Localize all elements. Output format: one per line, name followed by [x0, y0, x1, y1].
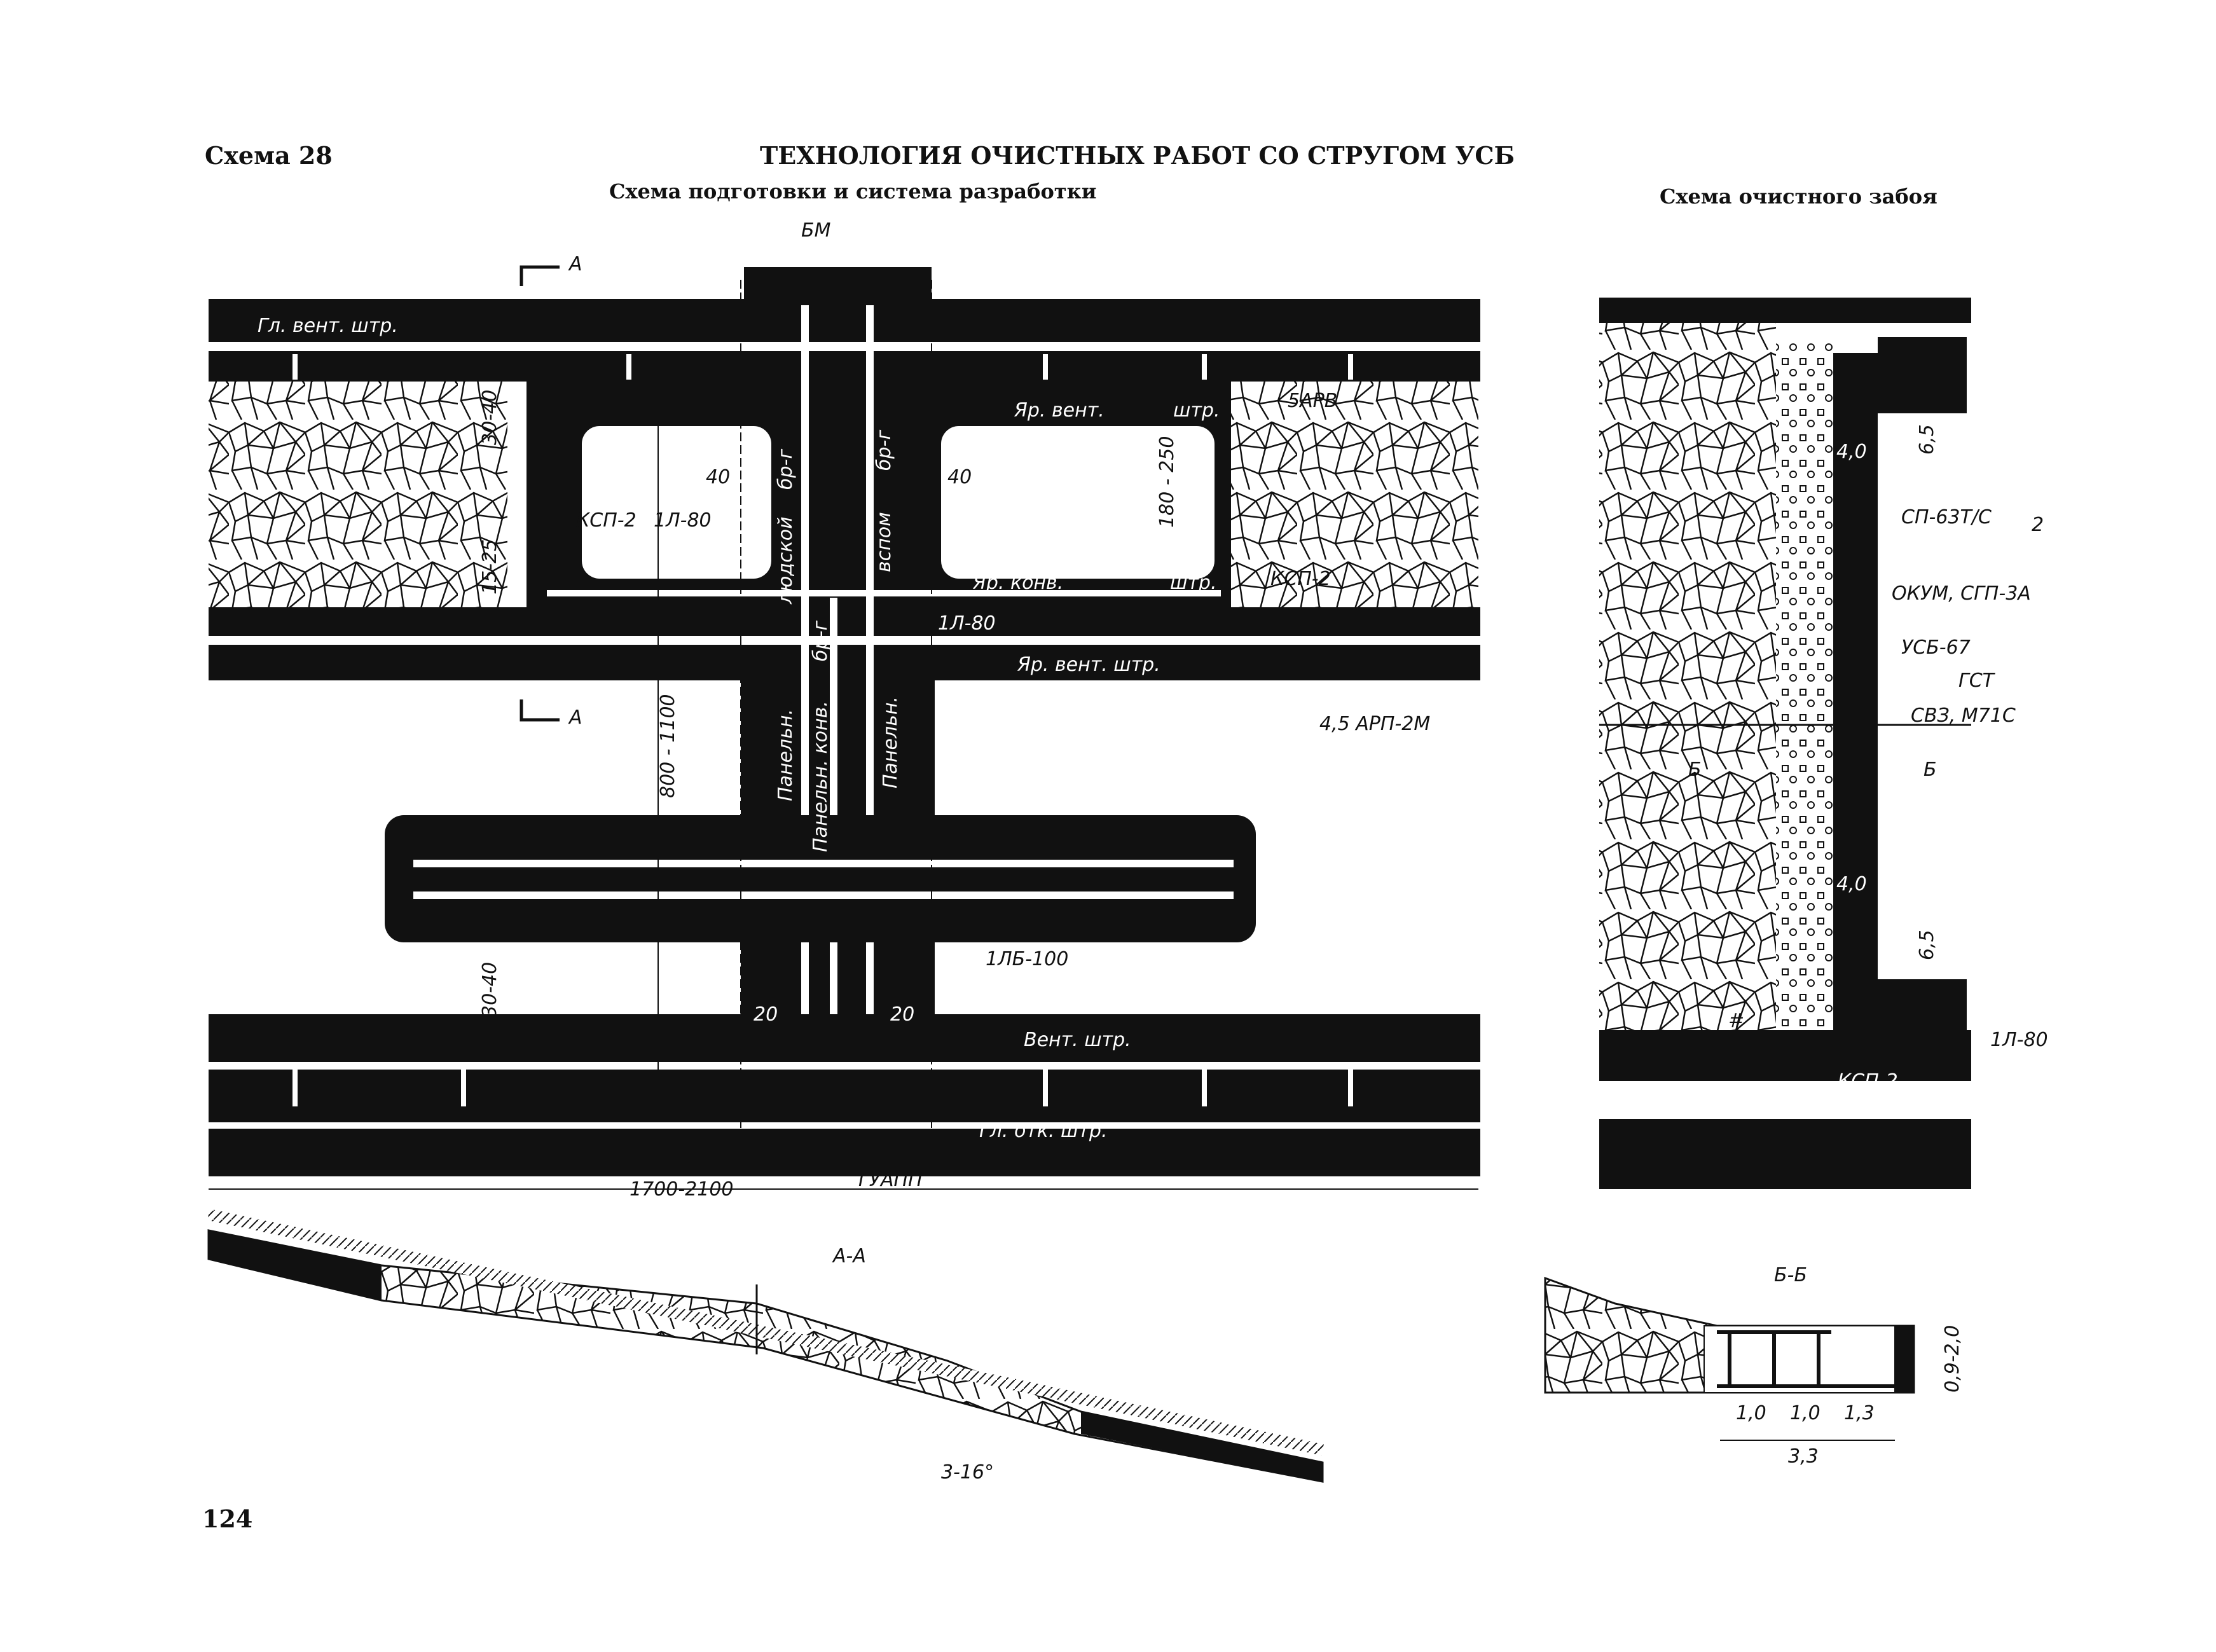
label-panel-left: Панельн. — [774, 709, 797, 801]
section-bb-spacing-1: 1,0 — [1736, 1402, 1766, 1424]
gob-area-left — [209, 382, 507, 610]
label-shtr-top: штр. — [1173, 399, 1220, 422]
section-b-right-marker: Б — [1924, 759, 1937, 781]
label-arp: 4,5 АРП-2М — [1319, 713, 1430, 735]
main-vent-drift — [209, 299, 1480, 382]
section-bb-spacing-3: 1,3 — [1844, 1402, 1875, 1424]
label-face-l80: 1Л-80 — [1990, 1029, 2048, 1051]
dim-180-250: 180 - 250 — [1156, 436, 1178, 528]
section-aa-title: А-А — [832, 1245, 866, 1267]
dim-15-25: 15-25 — [479, 539, 501, 595]
face-top-drift — [1599, 298, 1971, 323]
dim-1700-2100: 1700-2100 — [630, 1178, 734, 1201]
lower-cross-panel — [385, 815, 1256, 942]
dim-4-0-top: 4,0 — [1836, 441, 1867, 463]
section-aa-diagram: А-А 3-16° — [207, 1209, 1324, 1483]
label-brg-center: бр-г — [809, 621, 832, 661]
label-guapp: ГУАПП — [858, 1169, 923, 1191]
label-panel-konv: Панельн. конв. — [809, 701, 832, 852]
label-vent-drift: Вент. штр. — [1024, 1029, 1131, 1051]
label-panel-right: Панельн. — [879, 696, 902, 788]
label-main-vent-drift: Гл. вент. штр. — [258, 315, 398, 337]
face-gob-area — [1599, 323, 1776, 1035]
dim-6-5-bottom: 6,5 — [1916, 930, 1938, 960]
shaft-stub — [744, 267, 932, 305]
label-ksp2-right: КСП-2 — [1270, 568, 1331, 590]
label-hash: # — [1728, 1010, 1744, 1032]
section-bb-diagram: Б-Б 0,9-2,0 1,0 1,0 1,3 3,3 — [1544, 1264, 1964, 1468]
label-brg-right: бр-г — [873, 430, 895, 471]
label-bm: БМ — [801, 219, 831, 242]
dim-6-5-top: 6,5 — [1916, 424, 1938, 455]
label-face-ksp2: КСП-2 — [1838, 1070, 1898, 1092]
section-b-left-marker: Б — [1688, 759, 1702, 781]
label-haulage-drift: Гл. отк. штр. — [979, 1120, 1108, 1142]
gob-area-right — [1227, 382, 1478, 610]
page-title: ТЕХНОЛОГИЯ ОЧИСТНЫХ РАБОТ СО СТРУГОМ УСБ — [760, 141, 1515, 170]
dim-4-0-bottom: 4,0 — [1836, 873, 1867, 895]
dim-40-right: 40 — [947, 466, 972, 488]
label-svz: СВЗ, М71С — [1911, 705, 2016, 727]
section-bb-spacing-2: 1,0 — [1790, 1402, 1820, 1424]
face-supports-2 — [1805, 343, 1833, 1030]
dim-40-left: 40 — [706, 466, 730, 488]
section-bb-height: 0,9-2,0 — [1941, 1325, 1964, 1393]
dim-30-40-top: 30-40 — [479, 390, 501, 445]
label-brg-left: бр-г — [774, 449, 797, 490]
face-subtitle: Схема очистного забоя — [1660, 184, 1937, 209]
section-bb-title: Б-Б — [1774, 1264, 1807, 1286]
label-5arv: 5АРВ — [1288, 390, 1337, 412]
dim-20-right: 20 — [890, 1003, 914, 1026]
label-okum: ОКУМ, СГП-3А — [1892, 582, 2031, 605]
upper-panel-void-right — [941, 426, 1215, 579]
label-l80-mid: 1Л-80 — [938, 612, 996, 635]
label-usb67: УСБ-67 — [1901, 637, 1971, 659]
upper-panel-void-left — [582, 426, 771, 579]
label-lb100: 1ЛБ-100 — [986, 948, 1068, 970]
face-supports-1 — [1776, 343, 1805, 1030]
label-ksp2-left: КСП-2 — [576, 509, 637, 532]
face-bottom-drift — [1599, 1030, 1971, 1081]
section-bb-total: 3,3 — [1788, 1445, 1819, 1468]
section-aa-angle: 3-16° — [941, 1461, 994, 1483]
label-gst: ГСТ — [1958, 670, 1996, 692]
label-yar-vent-top: Яр. вент. — [1014, 399, 1105, 422]
label-l80-left: 1Л-80 — [654, 509, 712, 532]
plan-diagram: А А Гл. вент. штр. БМ 5АРВ Яр. вент. штр… — [209, 219, 1480, 1201]
section-a-bottom-marker: А — [568, 706, 582, 729]
plan-subtitle: Схема подготовки и система разработки — [609, 179, 1096, 203]
haulage-drift — [209, 1106, 1480, 1176]
label-lyudskoy: людской — [774, 516, 797, 605]
label-sp63-sub: 2 — [2032, 514, 2044, 536]
page-number: 124 — [202, 1504, 252, 1533]
dim-800-1100: 800 - 1100 — [657, 694, 679, 798]
face-coal-seam — [1833, 353, 1878, 1030]
section-a-top-marker: А — [568, 253, 582, 275]
label-yar-vent-mid: Яр. вент. штр. — [1017, 654, 1160, 676]
label-vspom: вспом — [873, 512, 895, 572]
face-diagram: СП-63Т/С 2 ОКУМ, СГП-3А УСБ-67 ГСТ СВЗ, … — [1599, 298, 2048, 1189]
scheme-number: Схема 28 — [205, 141, 333, 170]
label-sp63: СП-63Т/С — [1901, 506, 1992, 528]
dim-20-left: 20 — [754, 1003, 778, 1026]
dim-30-40-bottom: 30-40 — [479, 962, 501, 1017]
label-shtr-mid: штр. — [1170, 572, 1217, 594]
label-yar-konv: Яр. конв. — [972, 572, 1063, 594]
